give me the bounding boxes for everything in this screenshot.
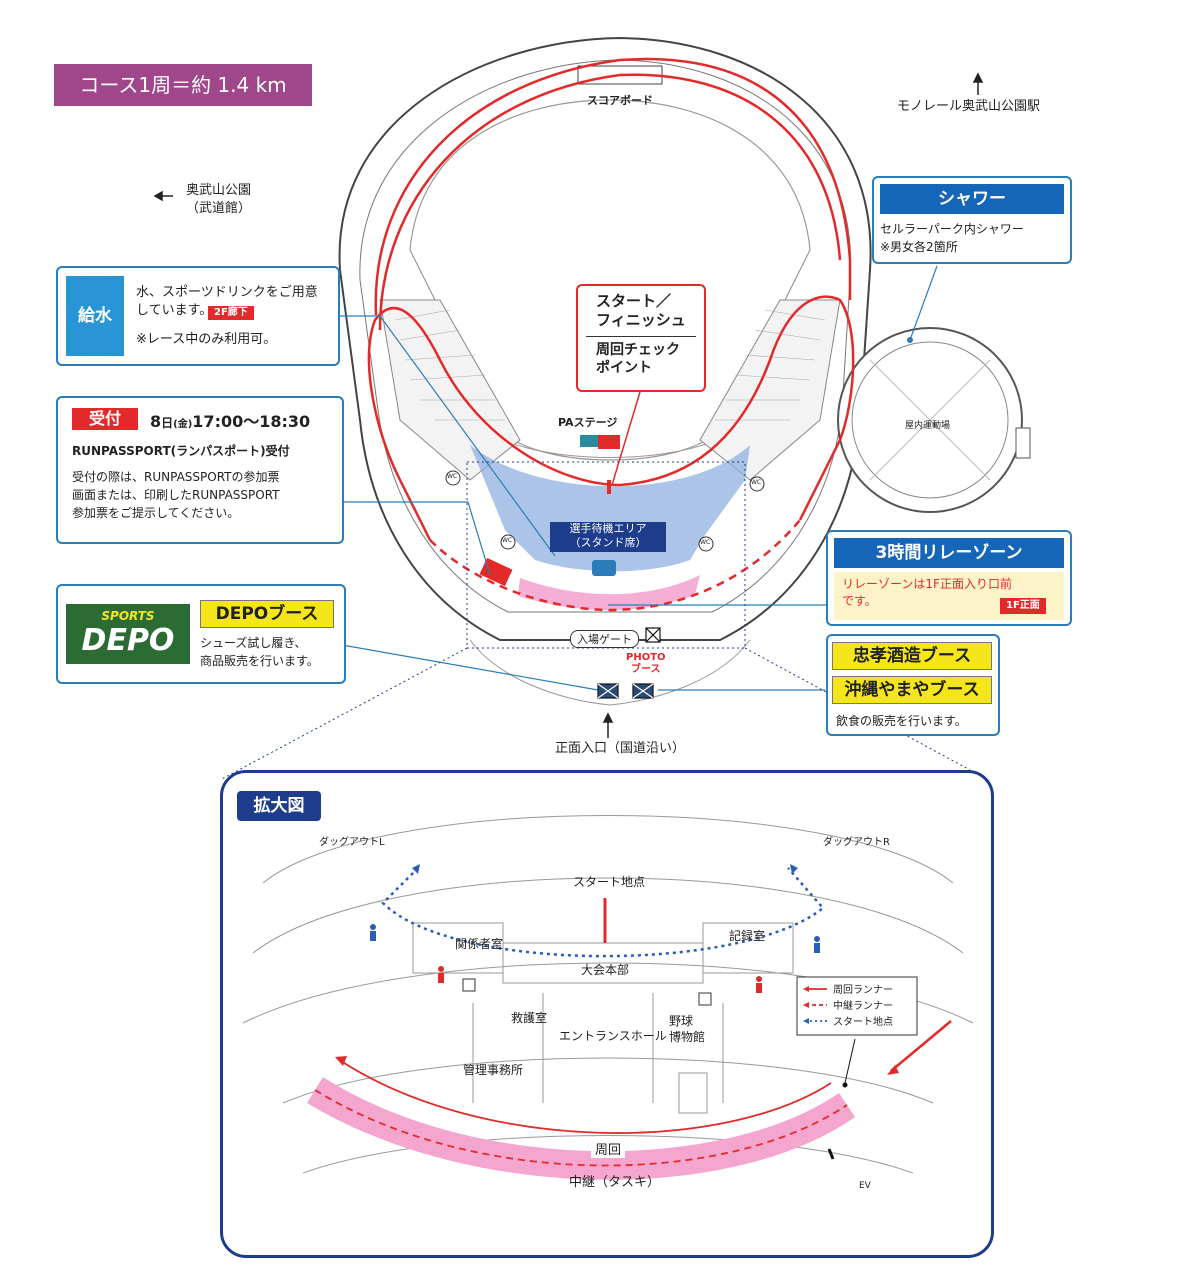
room-entrance: エントランスホール (559, 1029, 667, 1043)
depo-title: DEPOブース (200, 600, 334, 628)
stand-right (699, 299, 841, 481)
zoom-region-outline (466, 461, 746, 649)
zoom-start-route (381, 867, 825, 958)
depo-logo-main: DEPO (81, 623, 175, 658)
start-finish-title: スタート／ フィニッシュ (596, 292, 686, 329)
zoom-lap-route (340, 1060, 832, 1134)
pa-stage-label: PAステージ (558, 416, 618, 429)
depo-text: シューズ試し履き、 商品販売を行います。 (200, 636, 319, 668)
room-office: 管理事務所 (463, 1063, 524, 1077)
water-note: ※レース中のみ利用可。 (136, 332, 277, 347)
relay-zone-box: 3時間リレーゾーン リレーゾーンは1F正面入り口前 です。 1F正面 (826, 530, 1072, 626)
indoor-gym-label: 屋内運動場 (905, 421, 951, 431)
lap-check-title: 周回チェック ポイント (596, 342, 680, 376)
water-text: 水、スポーツドリンクをご用意 しています。 (136, 285, 318, 318)
stand-left (379, 299, 521, 481)
relay-zone-shading (518, 575, 700, 611)
food-booth-box: 忠孝酒造ブース 沖縄やまやブース 飲食の販売を行います。 (826, 634, 1000, 736)
zoom-lap-label: 周回 (591, 1139, 626, 1158)
food-booth-2: 沖縄やまやブース (832, 676, 992, 704)
field-outline (409, 99, 811, 461)
course-route (367, 57, 855, 541)
depo-logo: SPORTS DEPO (66, 604, 190, 664)
shower-title: シャワー (880, 184, 1064, 214)
zoom-map (242, 815, 974, 1180)
start-finish-box: スタート／ フィニッシュ 周回チェック ポイント (576, 284, 706, 392)
dugout-r-label: ダッグアウトR (823, 837, 890, 848)
reception-date-num: 8 (150, 412, 162, 431)
shower-text: セルラーパーク内シャワー ※男女各2箇所 (880, 222, 1024, 254)
food-booth-1: 忠孝酒造ブース (832, 642, 992, 670)
pa-stage-red (598, 435, 620, 449)
legend-relay: 中継ランナー (833, 1001, 893, 1012)
food-booth-text: 飲食の販売を行います。 (836, 714, 967, 728)
stadium-outer-wall (338, 36, 872, 641)
reception-time: 17:00〜18:30 (192, 412, 311, 431)
zoom-relay-label: 中継（タスキ） (569, 1175, 661, 1190)
wc-label-4: WC (700, 539, 711, 546)
depo-box: SPORTS DEPO DEPOブース シューズ試し履き、 商品販売を行います。 (56, 584, 346, 684)
reception-text: 受付の際は、RUNPASSPORTの参加票 画面または、印刷したRUNPASSP… (72, 470, 280, 520)
zoom-relay-band (307, 1077, 855, 1180)
legend-box (796, 976, 918, 1036)
zoom-title: 拡大図 (237, 791, 321, 821)
pa-stage-teal (580, 435, 600, 447)
budokan-direction: 奥武山公園 （武道館） (186, 183, 252, 216)
front-entrance-direction: 正面入口（国道沿い） (555, 741, 686, 756)
wc-label-1: WC (447, 473, 458, 480)
scoreboard-label: スコアボード (587, 94, 653, 107)
relay-route (429, 519, 801, 612)
reception-box: 受付 8日(金)17:00〜18:30 RUNPASSPORT(ランパスポート)… (56, 396, 344, 544)
reception-block (479, 557, 513, 587)
relay-zone-title: 3時間リレーゾーン (834, 538, 1064, 568)
legend-start: スタート地点 (833, 1017, 893, 1028)
legend-lap: 周回ランナー (833, 985, 893, 996)
dugout-l-label: ダッグアウトL (319, 837, 385, 848)
shower-box: シャワー セルラーパーク内シャワー ※男女各2箇所 (872, 176, 1072, 264)
relay-zone-text: リレーゾーンは1F正面入り口前 です。 (842, 577, 1012, 608)
water-title: 給水 (66, 276, 124, 356)
room-museum: 野球 博物館 (669, 1014, 706, 1044)
reception-date-day: 日 (161, 416, 174, 430)
reception-tag: 受付 (72, 408, 138, 430)
room-kyugo: 救護室 (511, 1011, 548, 1025)
monorail-direction: モノレール奥武山公園駅 (897, 99, 1041, 114)
photo-booth-label: PHOTO ブース (626, 652, 666, 675)
wc-markers (445, 470, 765, 552)
waiting-area-icon (592, 560, 616, 576)
zoom-ev-label: EV (859, 1181, 871, 1191)
room-kankeisha: 関係者室 (455, 937, 504, 951)
zoom-start-label: スタート地点 (573, 875, 646, 889)
relay-zone-tag: 1F正面 (1000, 598, 1046, 614)
entry-gate-label: 入場ゲート (570, 630, 639, 648)
reception-date-dow: (金) (173, 419, 193, 430)
wc-label-3: WC (751, 479, 762, 486)
reception-date: 8日(金)17:00〜18:30 (150, 408, 310, 432)
wc-label-2: WC (502, 537, 513, 544)
waiting-area-shading (470, 445, 750, 572)
water-tag: 2F廊下 (208, 306, 254, 320)
depo-logo-top: SPORTS (101, 609, 155, 623)
reception-sub: RUNPASSPORT(ランパスポート)受付 (72, 444, 290, 458)
water-box: 給水 水、スポーツドリンクをご用意 しています。 2F廊下 ※レース中のみ利用可… (56, 266, 340, 366)
zoom-relay-route (314, 1089, 848, 1167)
room-honbu: 大会本部 (581, 963, 630, 977)
zoom-panel: 拡大図 ダッグアウトL ダッグアウトR スタート地点 関係者室 大会本部 記録室… (220, 770, 994, 1258)
waiting-area-label: 選手待機エリア （スタンド席） (550, 522, 666, 552)
course-badge: コース1周＝約 1.4 km (54, 64, 312, 106)
room-kiroku: 記録室 (729, 929, 766, 943)
